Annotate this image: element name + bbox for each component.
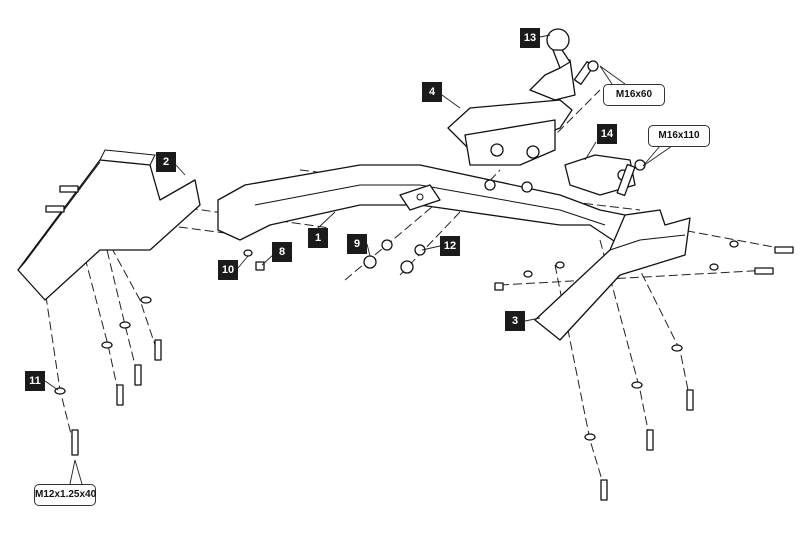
leader-lines <box>44 34 673 485</box>
main-crossbar <box>217 164 626 246</box>
callout-bolt-m16x110: M16x110 <box>648 125 710 147</box>
left-bracket <box>17 149 201 301</box>
part-number-13: 13 <box>520 28 540 48</box>
part-number-14: 14 <box>597 124 617 144</box>
part-number-8: 8 <box>272 242 292 262</box>
fasteners <box>45 185 794 501</box>
assembly-axes <box>41 89 791 491</box>
part-number-2: 2 <box>156 152 176 172</box>
part-number-4: 4 <box>422 82 442 102</box>
part-number-10: 10 <box>218 260 238 280</box>
right-bracket <box>534 209 691 341</box>
part-number-11: 11 <box>25 371 45 391</box>
part-number-12: 12 <box>440 236 460 256</box>
tow-ball <box>529 28 599 101</box>
callout-bolt-m12: M12x1.25x40 <box>34 484 96 506</box>
part-number-1: 1 <box>308 228 328 248</box>
socket-bracket <box>564 154 646 197</box>
callout-bolt-m16x60: M16x60 <box>603 84 665 106</box>
coupling-plate <box>447 99 573 193</box>
part-number-9: 9 <box>347 234 367 254</box>
part-number-3: 3 <box>505 311 525 331</box>
